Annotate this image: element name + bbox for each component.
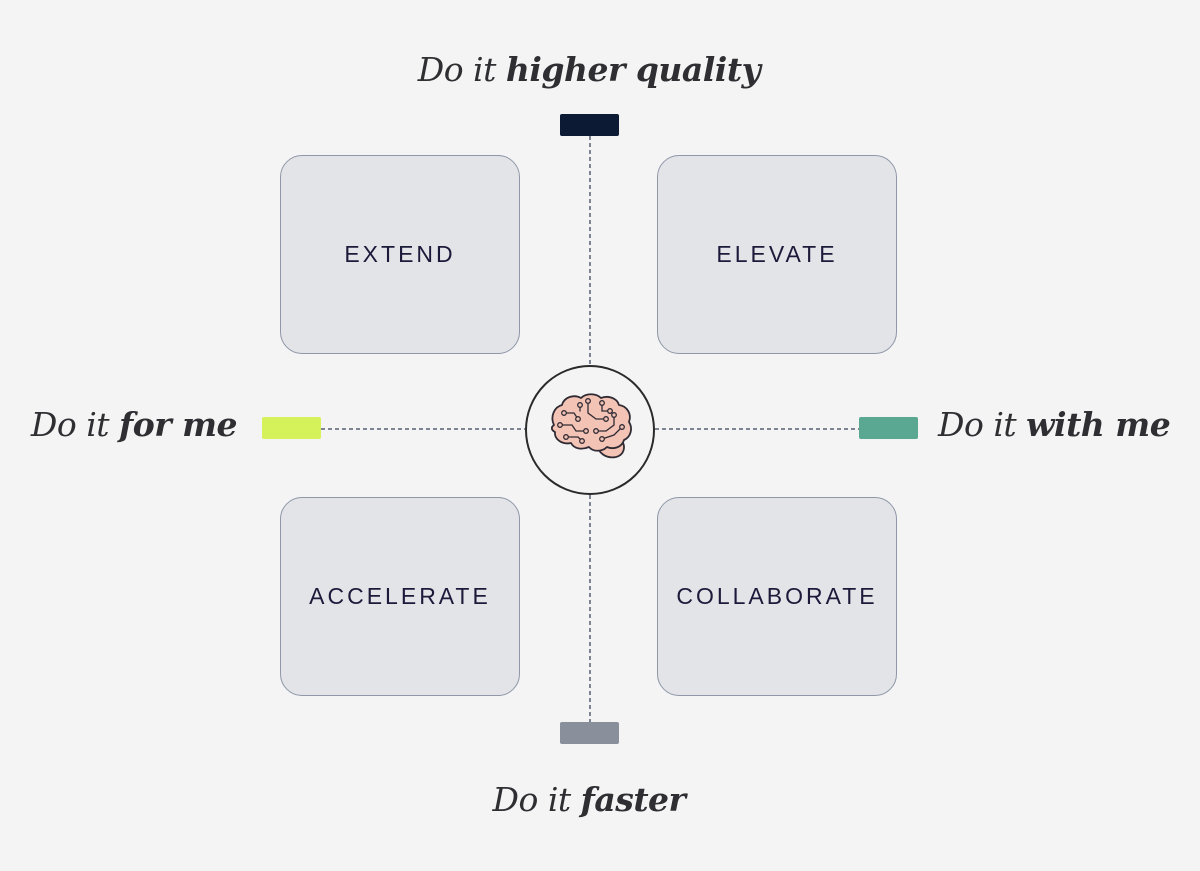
axis-label-top: Do it higher quality [0, 50, 1178, 89]
quadrant-accelerate-label: ACCELERATE [309, 583, 491, 609]
quadrant-collaborate-label: COLLABORATE [676, 583, 878, 609]
axis-label-left-lead: Do it [30, 405, 119, 444]
axis-label-bottom-emph: faster [580, 780, 686, 819]
axis-label-right-emph: with me [1026, 405, 1171, 444]
axis-label-left: Do it for me [30, 405, 238, 444]
axis-marker-bottom [560, 722, 619, 744]
axis-label-right: Do it with me [938, 405, 1171, 444]
axis-label-left-emph: for me [119, 405, 238, 444]
axis-marker-left [262, 417, 321, 439]
axis-label-bottom-lead: Do it [492, 780, 581, 819]
brain-circuit-icon [550, 393, 632, 459]
center-hub [525, 365, 655, 495]
quadrant-elevate: ELEVATE [657, 155, 897, 354]
quadrant-extend-label: EXTEND [344, 241, 456, 267]
quadrant-elevate-label: ELEVATE [716, 241, 838, 267]
axis-marker-top [560, 114, 619, 136]
axis-label-top-emph: higher quality [505, 50, 761, 89]
quadrant-collaborate: COLLABORATE [657, 497, 897, 696]
axis-label-right-lead: Do it [938, 405, 1027, 444]
axis-label-top-lead: Do it [417, 50, 506, 89]
axis-label-bottom: Do it faster [0, 780, 1178, 819]
quadrant-accelerate: ACCELERATE [280, 497, 520, 696]
axis-marker-right [859, 417, 918, 439]
quadrant-extend: EXTEND [280, 155, 520, 354]
